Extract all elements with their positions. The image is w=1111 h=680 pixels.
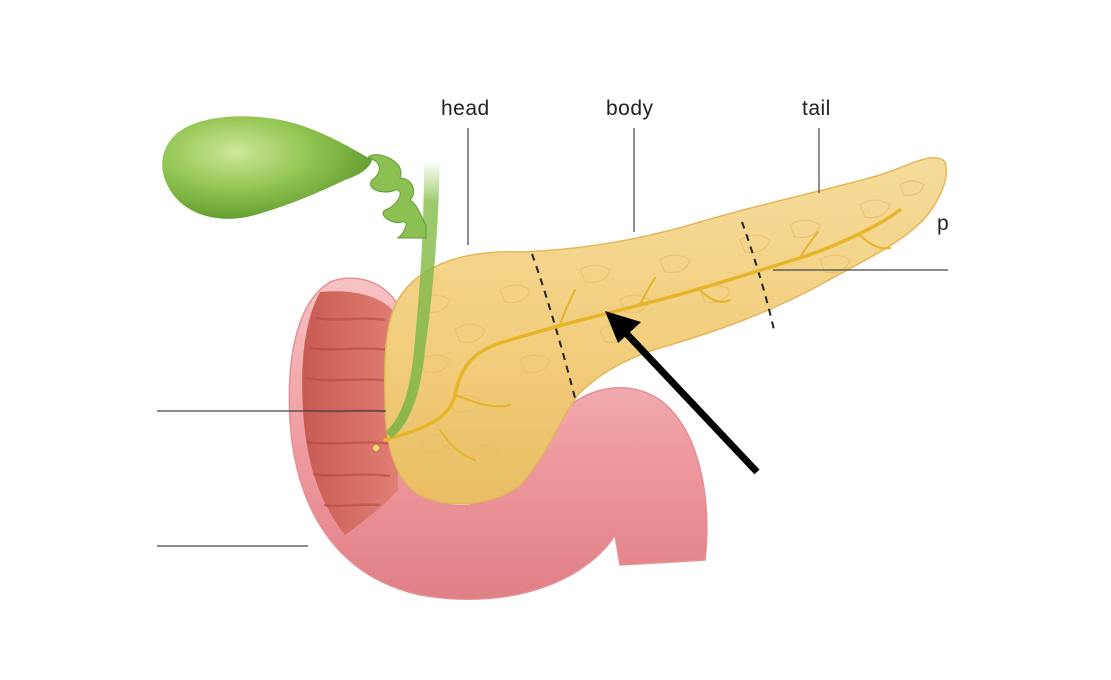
gallbladder (162, 116, 427, 239)
leader-lines (157, 128, 948, 547)
pointer-arrow (605, 311, 760, 475)
tail-label: tail (802, 97, 831, 120)
truncated-label: p (937, 212, 948, 235)
pancreas (383, 156, 947, 505)
head-label: head (441, 97, 490, 120)
body-label: body (606, 97, 654, 120)
